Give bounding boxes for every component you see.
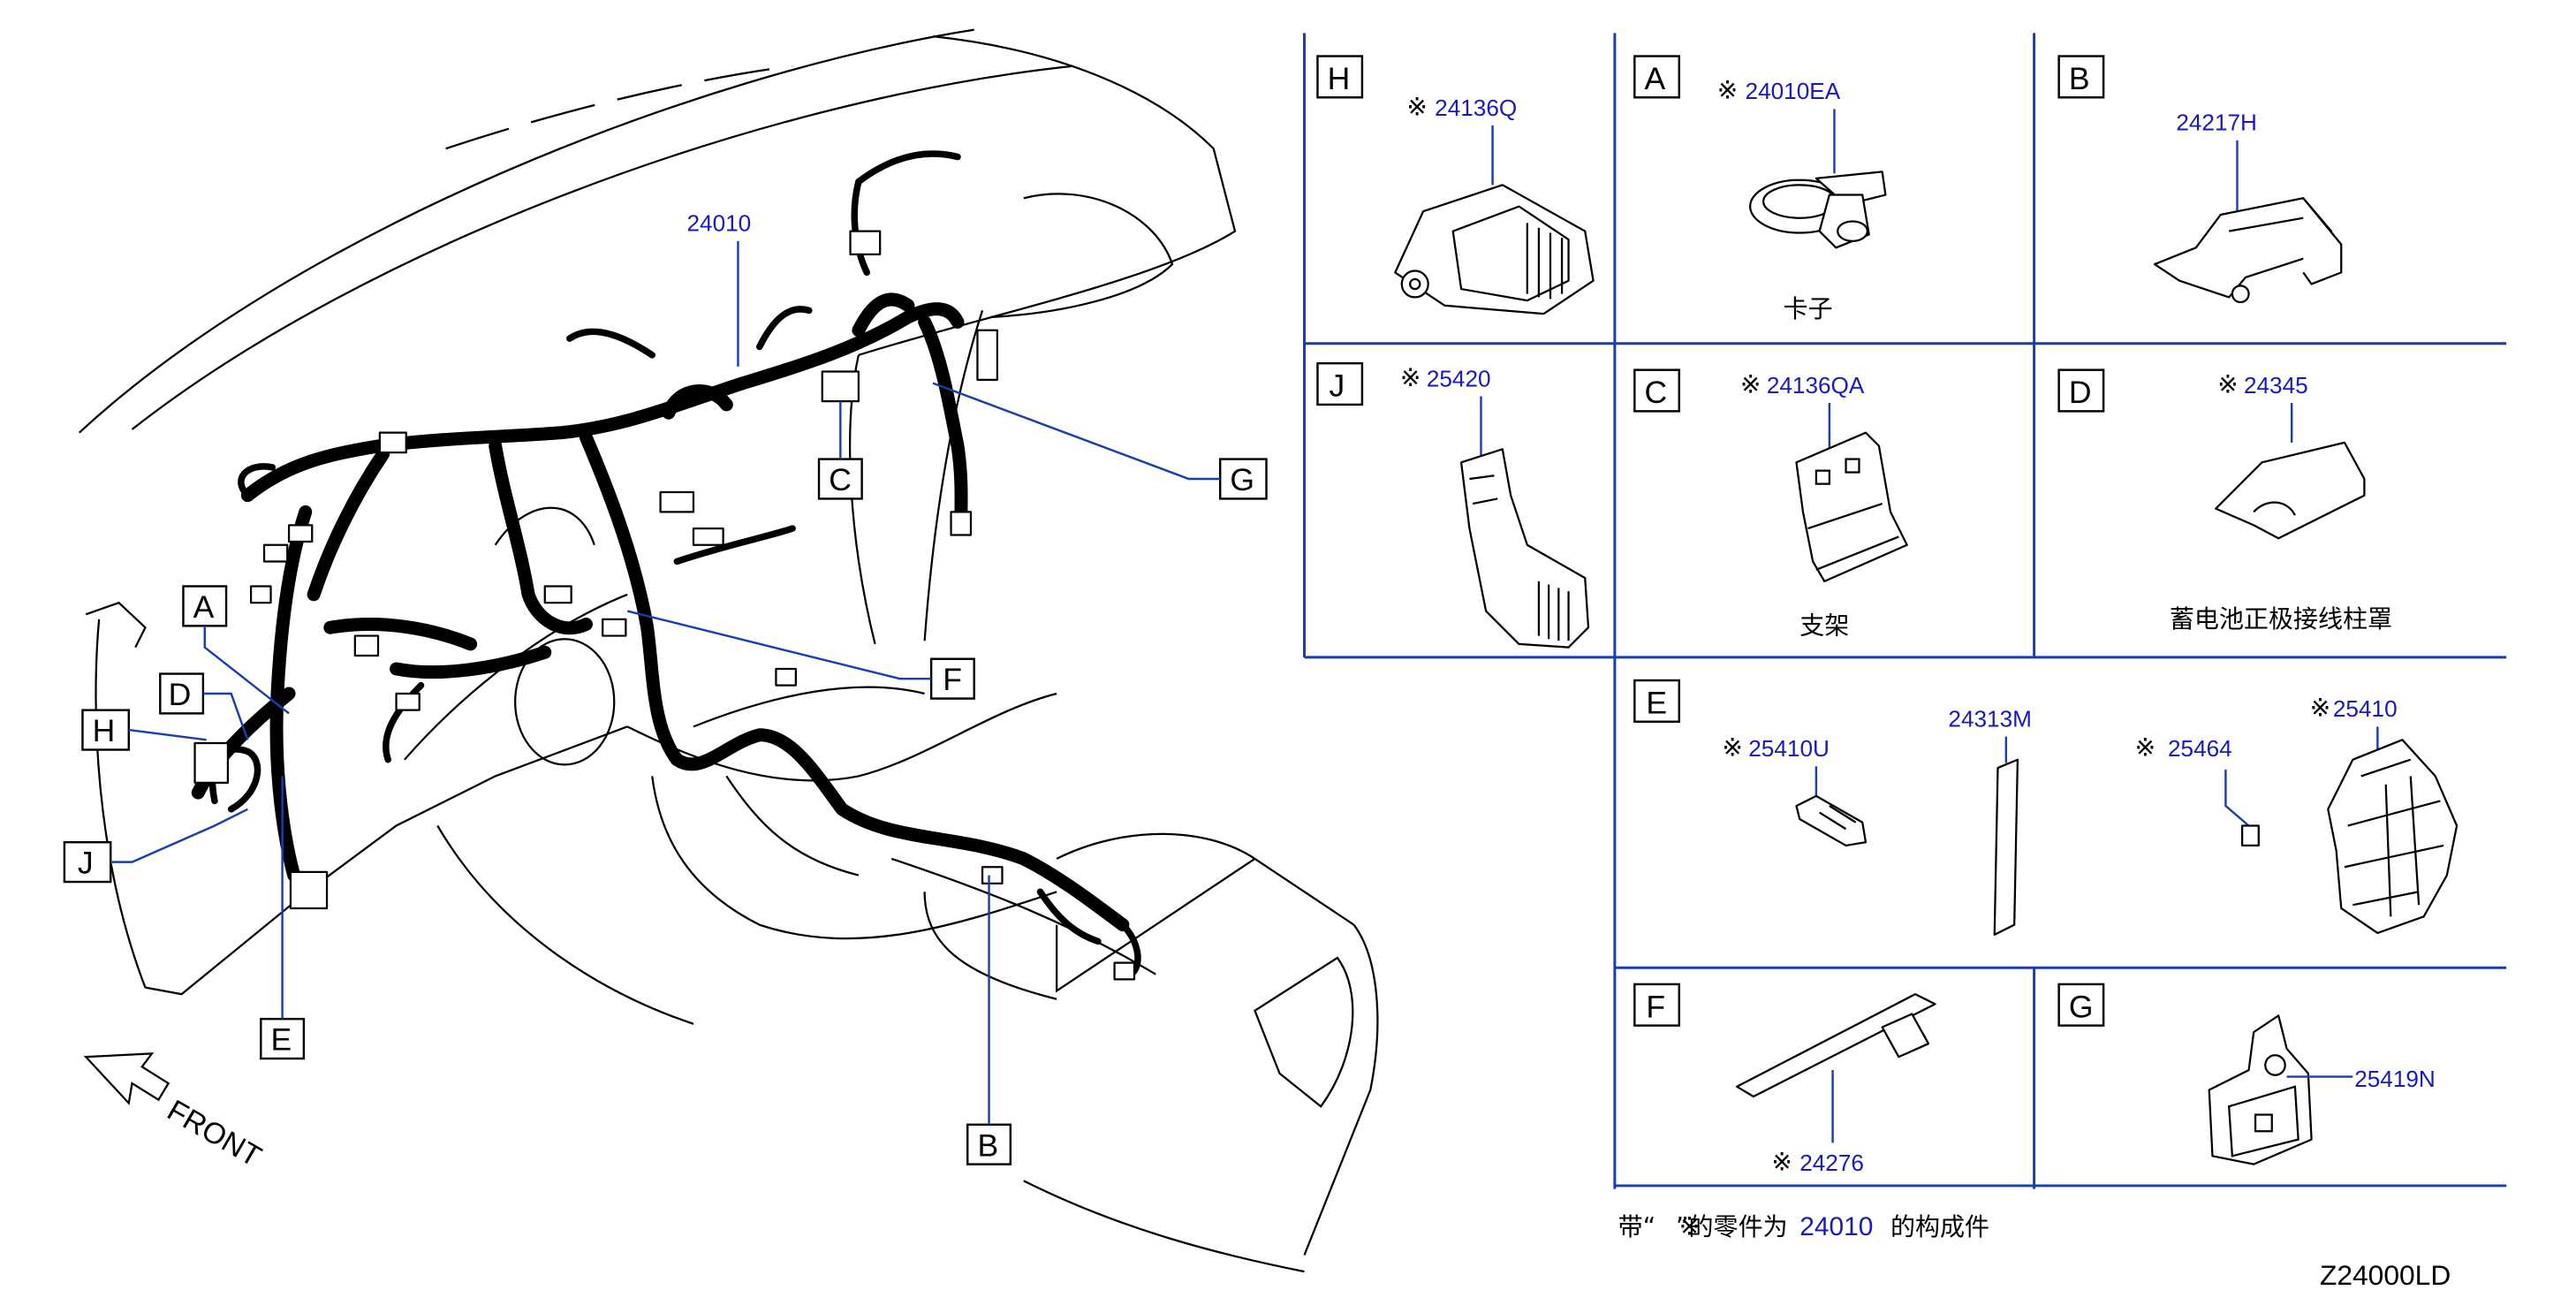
junction-block-drawing: [2327, 739, 2459, 935]
panel-e-part-1: 25410U: [1748, 735, 1830, 762]
callout-c-label: C: [829, 462, 852, 497]
clip-e1-drawing: [1795, 794, 1868, 847]
panel-a-label: A: [1645, 61, 1666, 96]
bracket-b-drawing: [2153, 197, 2343, 304]
callout-d-label: D: [169, 677, 192, 712]
panel-e-part-3: 25464: [2168, 735, 2232, 762]
parts-table-grid: [1303, 33, 2507, 1189]
footnote-prefix: 带“: [1618, 1212, 1656, 1241]
clip-e3-drawing: [2240, 824, 2260, 847]
callout-f: F: [626, 610, 975, 700]
main-part-number: 24010: [687, 210, 752, 237]
callout-e-label: E: [271, 1022, 292, 1058]
panel-e-part-2: 24313M: [1948, 705, 2032, 732]
panel-h-mark: ※: [1406, 93, 1427, 122]
panel-f-label: F: [1646, 989, 1665, 1024]
bracket-c-drawing: [1795, 431, 1908, 583]
panel-a: A ※ 24010EA 卡子: [1633, 55, 1887, 323]
tape-drawing: [1993, 758, 2019, 936]
callout-d: D: [159, 672, 249, 740]
panel-h-part: 24136Q: [1435, 95, 1517, 121]
connectors: [193, 230, 1136, 981]
footnote-mark: ※: [1679, 1212, 1700, 1241]
panel-j: J ※ 25420: [1316, 361, 1590, 649]
clip-drawing: [1749, 171, 1887, 249]
footnote: 带“ ※ ”的零件为 24010 的构成件: [1618, 1212, 1989, 1241]
callout-g-label: G: [1230, 462, 1254, 497]
front-arrow: FRONT: [83, 1052, 267, 1173]
panel-e-mark-4: ※: [2310, 694, 2330, 723]
panel-j-mark: ※: [1400, 363, 1421, 392]
panel-a-caption: 卡子: [1784, 294, 1833, 323]
terminal-cover-drawing: [2215, 441, 2366, 540]
bracket-j-drawing: [1459, 448, 1590, 649]
panel-f: F ※ 24276: [1633, 983, 1936, 1177]
panel-c: C ※ 24136QA 支架: [1633, 368, 1908, 641]
front-label: FRONT: [162, 1094, 267, 1173]
footnote-part: 24010: [1799, 1212, 1873, 1241]
panel-d-caption: 蓄电池正极接线柱罩: [2170, 604, 2392, 634]
bracket-h-drawing: [1394, 184, 1595, 315]
panel-d-label: D: [2069, 375, 2092, 410]
arrow-icon: [83, 1052, 170, 1105]
callout-g: G: [932, 382, 1268, 500]
callout-a-label: A: [193, 589, 215, 625]
wire-harness: [191, 150, 1141, 978]
panel-c-mark: ※: [1740, 370, 1761, 399]
panel-h-label: H: [1328, 61, 1351, 96]
panel-f-part: 24276: [1799, 1150, 1864, 1176]
panel-e-mark-1: ※: [1722, 733, 1742, 763]
bracket-g-drawing: [2208, 1014, 2313, 1165]
callout-f-label: F: [943, 662, 962, 697]
footnote-middle: ”的零件为: [1676, 1212, 1788, 1241]
panel-e-mark-3: ※: [2135, 733, 2156, 763]
callout-c: C: [817, 401, 863, 500]
callout-a: A: [182, 585, 290, 715]
callout-e: E: [260, 776, 306, 1060]
panel-a-mark: ※: [1717, 76, 1738, 105]
callout-h: H: [81, 709, 207, 751]
panel-j-label: J: [1330, 368, 1345, 404]
panel-d: D ※ 24345 蓄电池正极接线柱罩: [2057, 368, 2392, 634]
panel-j-part: 25420: [1427, 365, 1491, 391]
panel-g-part: 25419N: [2354, 1066, 2436, 1092]
callout-b: B: [966, 875, 1012, 1165]
panel-e-part-4: 25410: [2333, 695, 2398, 722]
panel-b-part: 24217H: [2176, 110, 2257, 136]
panel-g: G 25419N: [2057, 983, 2436, 1165]
panel-c-caption: 支架: [1799, 611, 1849, 641]
panel-c-part: 24136QA: [1767, 372, 1865, 398]
panel-g-label: G: [2069, 989, 2094, 1024]
footnote-suffix: 的构成件: [1890, 1212, 1989, 1241]
panel-f-mark: ※: [1771, 1148, 1792, 1177]
main-part-callout: 24010: [687, 210, 752, 367]
strip-f-drawing: [1736, 993, 1936, 1098]
panel-h: H ※ 24136Q: [1316, 55, 1595, 315]
panel-c-label: C: [1645, 375, 1668, 410]
callout-b-label: B: [977, 1127, 998, 1163]
panel-e: E ※ 25410U 24313M ※ 25464 ※ 25410: [1633, 679, 2459, 936]
panel-b-label: B: [2069, 61, 2090, 96]
panel-e-label: E: [1646, 685, 1667, 720]
diagram-id: Z24000LD: [2320, 1259, 2451, 1291]
panel-d-part: 24345: [2244, 372, 2308, 398]
panel-d-mark: ※: [2217, 370, 2238, 399]
callout-h-label: H: [93, 713, 116, 748]
dashboard-outline: [78, 28, 1379, 1273]
panel-b: B 24217H: [2057, 55, 2343, 304]
panel-a-part: 24010EA: [1746, 78, 1841, 104]
callout-j-label: J: [78, 846, 94, 881]
callout-j: J: [63, 808, 248, 884]
